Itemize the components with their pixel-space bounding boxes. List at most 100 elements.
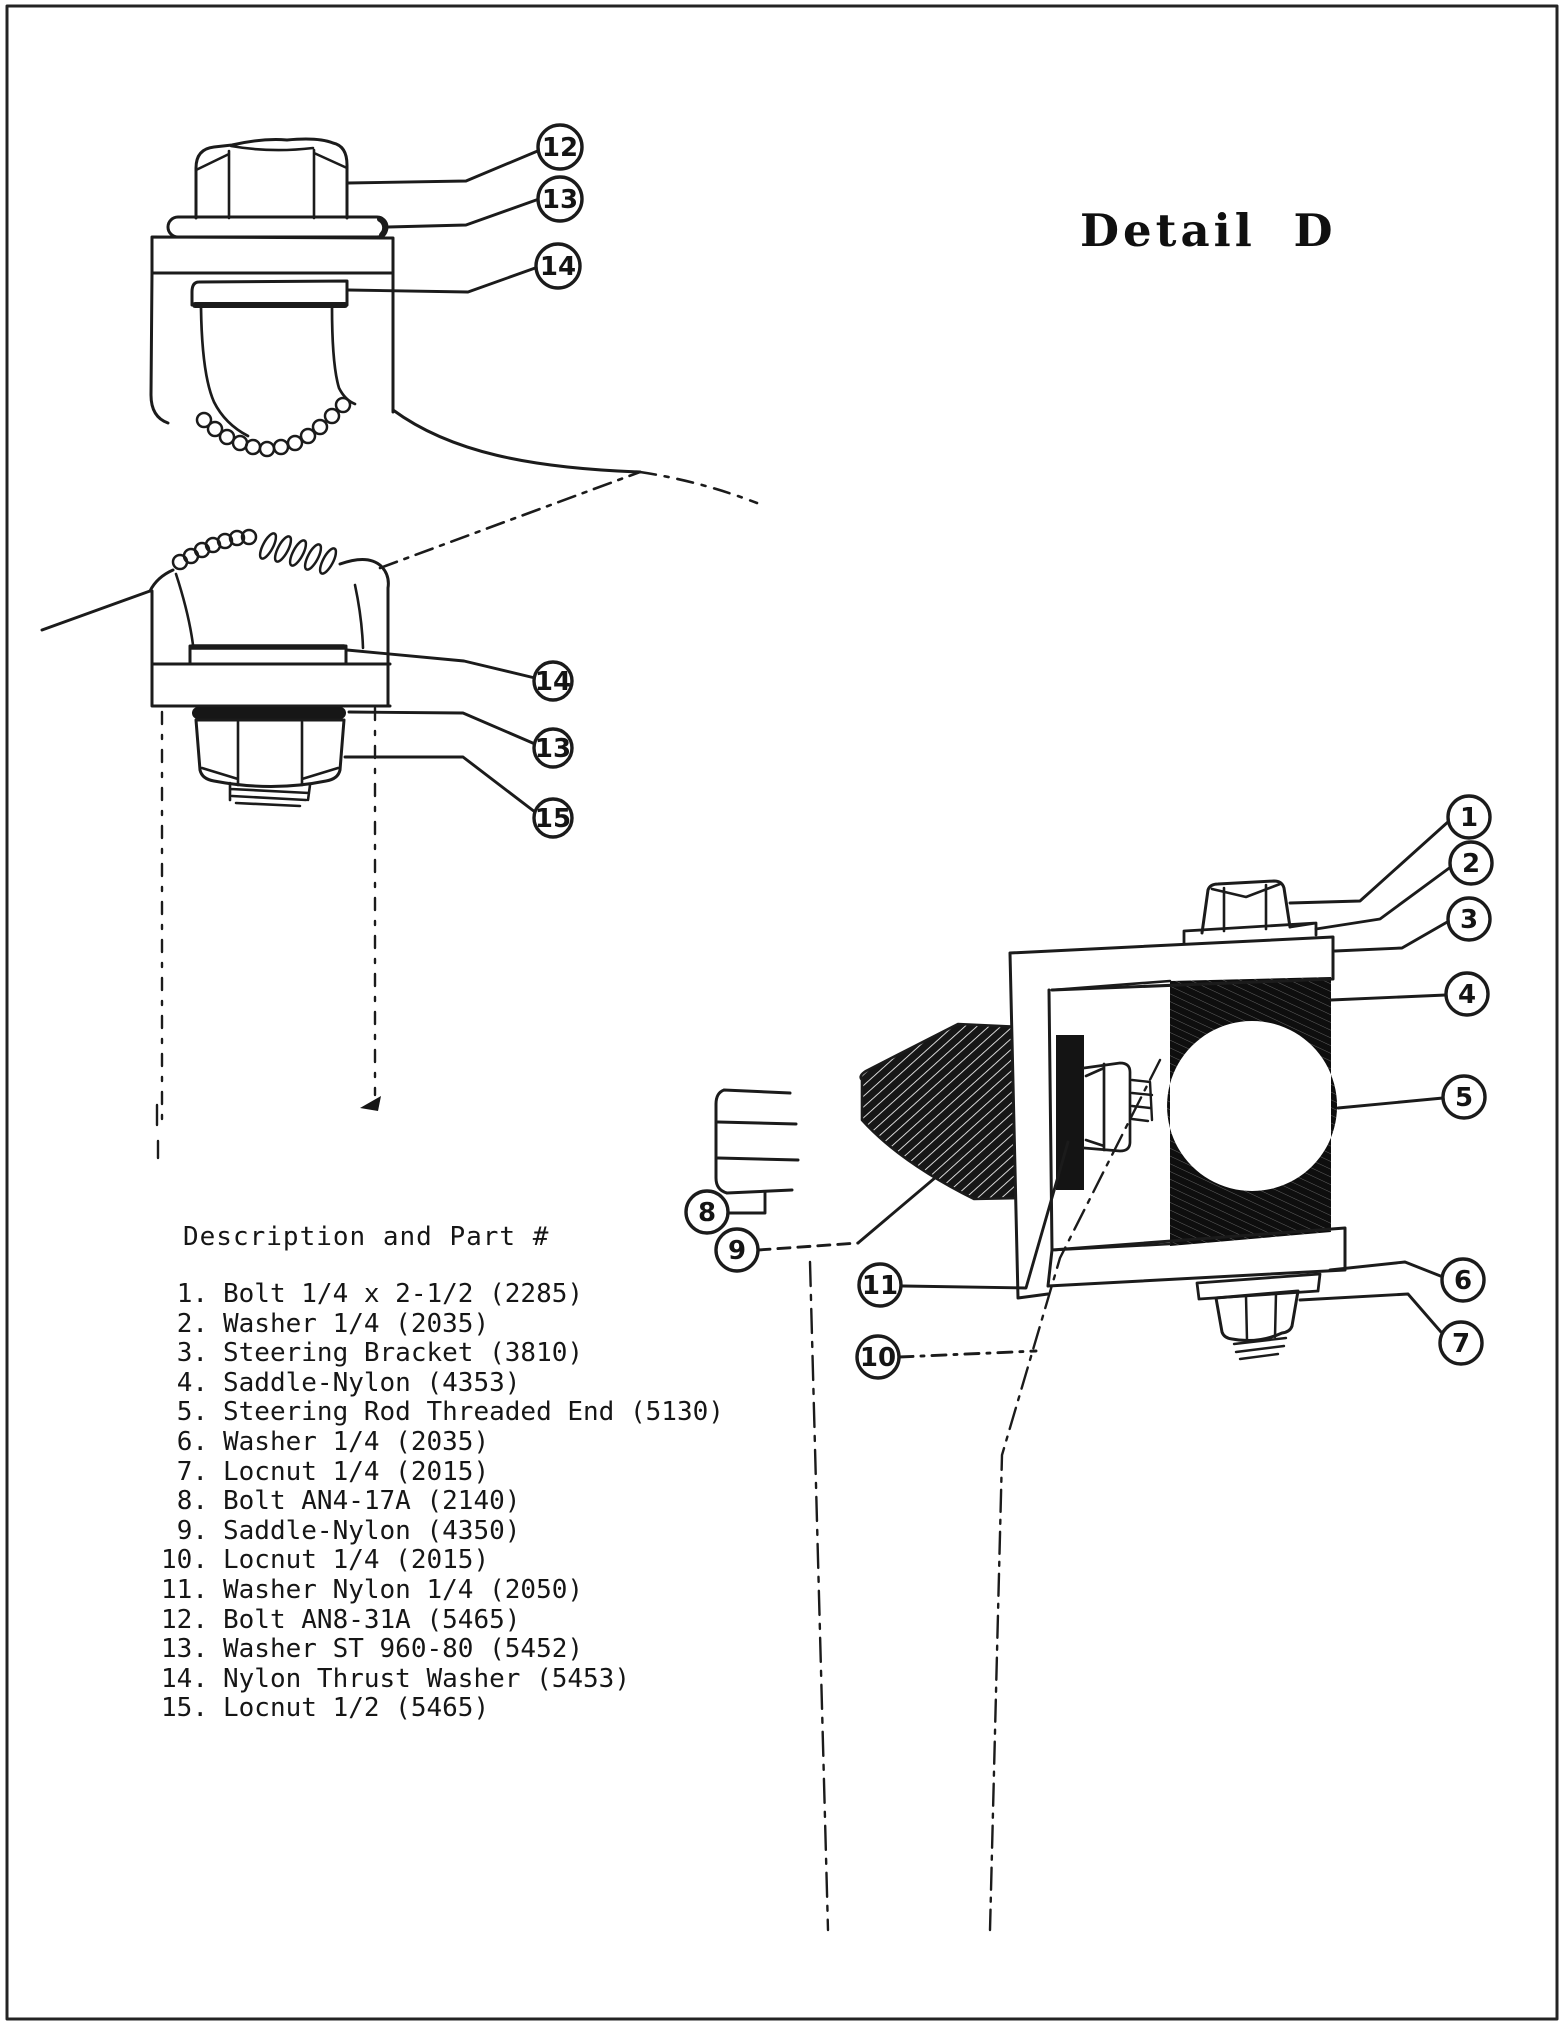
part-item-number: 2. (176, 1308, 208, 1339)
bracket-plate-2 (150, 662, 392, 708)
bracket-top-plate (1008, 935, 1335, 1300)
callout-number: 6 (1454, 1266, 1472, 1296)
part-item-text: Washer 1/4 (2035) (223, 1308, 490, 1339)
rod-profile-dashes (638, 470, 759, 505)
rod-line-left (40, 589, 152, 632)
part-item: 14.Nylon Thrust Washer (5453) (160, 1664, 724, 1695)
part-item-text: Washer ST 960-80 (5452) (223, 1634, 584, 1665)
callout-1: 1 (1446, 794, 1492, 840)
callout-7: 7 (1438, 1320, 1484, 1366)
diagram-bottom-nut-assembly (40, 470, 642, 1160)
callout-5: 5 (1441, 1074, 1487, 1120)
part-item: 6. Washer 1/4 (2035) (160, 1426, 724, 1458)
part-item-number: 6. (176, 1426, 208, 1457)
callout-11: 11 (857, 1262, 903, 1308)
construction-ticks (155, 1103, 160, 1160)
leader-14b (345, 648, 537, 680)
part-item-number: 10. (161, 1545, 208, 1576)
part-item-text: Steering Bracket (3810) (223, 1338, 584, 1369)
callout-circle (1441, 1074, 1487, 1120)
part-item: 5. Steering Rod Threaded End (5130) (160, 1398, 724, 1428)
bracket-plate-top (150, 235, 395, 275)
rod-profile-curve (391, 408, 642, 474)
washer-13-top (166, 215, 389, 239)
callout-13: 13 (536, 175, 584, 223)
part-item-text: Bolt AN8-31A (5465) (223, 1604, 521, 1635)
page-border (5, 4, 1559, 2021)
callout-number: 10 (860, 1343, 896, 1373)
hump-left-inner (174, 572, 195, 647)
callout-circle (1448, 840, 1494, 886)
callout-circle (532, 797, 574, 839)
bolt-1-facets (1210, 882, 1282, 933)
callout-circle (536, 175, 584, 223)
leader-7 (1298, 1292, 1443, 1334)
callout-number: 13 (542, 185, 578, 215)
locnut-10 (1082, 1061, 1132, 1153)
callout-13: 13 (532, 727, 574, 769)
hump-right (338, 558, 390, 665)
callout-circle (714, 1227, 760, 1273)
hump-left (148, 568, 175, 665)
hump-right-inner (353, 583, 365, 650)
part-item-text: Washer Nylon 1/4 (2050) (223, 1574, 584, 1605)
callout-15: 15 (532, 797, 574, 839)
callout-number: 13 (535, 734, 571, 764)
part-item: 4.Saddle-Nylon (4353) (160, 1367, 724, 1399)
leader-10 (897, 1349, 1038, 1359)
leader-9-dash (756, 1241, 860, 1252)
part-item-number: 9. (176, 1515, 208, 1546)
part-item: 8. Bolt AN4-17A (2140) (160, 1487, 724, 1517)
part-item-text: Washer 1/4 (2035) (223, 1426, 490, 1457)
callout-circle (536, 123, 584, 171)
callout-3: 3 (1446, 896, 1492, 942)
leader-12 (346, 148, 542, 185)
callout-circle (534, 242, 582, 290)
part-item-number: 5. (176, 1397, 208, 1428)
weld-bead (195, 396, 352, 458)
callout-circle (532, 660, 574, 702)
part-item-text: Steering Rod Threaded End (5130) (223, 1397, 724, 1428)
callout-circle (855, 1334, 901, 1380)
part-item-number: 12. (161, 1604, 208, 1635)
saddle-outer-walls (149, 271, 395, 425)
callout-number: 4 (1458, 980, 1476, 1010)
bracket-bottom-plate (1046, 1226, 1347, 1288)
weld-bead-2 (171, 528, 258, 571)
locnut-7 (1214, 1289, 1300, 1342)
part-item: 3.Steering Bracket (3810) (160, 1339, 724, 1369)
callout-number: 2 (1462, 849, 1480, 879)
callout-number: 8 (698, 1198, 716, 1228)
leader-lines (343, 148, 1454, 1359)
leader-5 (1336, 1096, 1445, 1110)
part-item-number: 8. (176, 1486, 208, 1517)
callout-circle (1446, 794, 1492, 840)
callout-circle (857, 1262, 903, 1308)
part-item-number: 15. (161, 1693, 208, 1724)
callout-number: 9 (728, 1236, 746, 1266)
bolt-8-head (714, 1088, 800, 1195)
part-item-text: Locnut 1/2 (5465) (223, 1693, 490, 1724)
part-item-text: Bolt AN4-17A (2140) (223, 1486, 521, 1517)
callout-number: 11 (862, 1271, 898, 1301)
leader-14 (346, 265, 540, 294)
washer-13b (192, 707, 346, 719)
washer-13-tip (377, 216, 389, 238)
callout-number: 7 (1452, 1329, 1470, 1359)
part-item-text: Locnut 1/4 (2015) (223, 1545, 490, 1576)
part-item-number: 4. (176, 1367, 208, 1398)
part-item: 9.Saddle-Nylon (4350) (160, 1515, 724, 1547)
callout-10: 10 (855, 1334, 901, 1380)
callout-number: 12 (542, 133, 578, 163)
rod-axis-dashdot (378, 470, 642, 570)
leader-2 (1314, 864, 1454, 931)
parts-list: 1.Bolt 1/4 x 2-1/2 (2285)2.Washer 1/4 (2… (160, 1279, 724, 1724)
part-item: 13.Washer ST 960-80 (5452) (160, 1635, 724, 1665)
leader-15 (343, 755, 537, 814)
thread-coil (258, 532, 338, 575)
part-item-number: 11. (161, 1574, 208, 1605)
saddle-4 (1167, 977, 1338, 1246)
leader-13b (347, 710, 537, 746)
construction-axis-dashdot (988, 1058, 1162, 1932)
